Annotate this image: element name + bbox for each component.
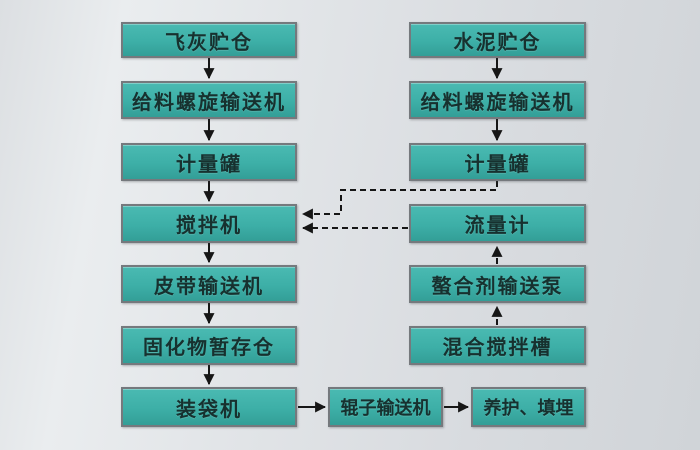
- node-feed-screw-conveyor-right: 给料螺旋输送机: [409, 81, 586, 119]
- node-chelating-agent-pump: 螯合剂输送泵: [409, 265, 586, 303]
- node-label-measuring-tank-right: 计量罐: [464, 151, 531, 176]
- node-label-measuring-tank-left: 计量罐: [176, 151, 242, 176]
- edge-tankright-to-mixer-dashed: [301, 181, 498, 220]
- node-label-mixing-tank: 混合搅拌槽: [442, 335, 553, 359]
- node-label-feed-screw-conveyor-left: 给料螺旋输送机: [132, 89, 286, 114]
- node-curing-landfill: 养护、填埋: [471, 387, 586, 427]
- node-flow-meter: 流量计: [409, 204, 586, 243]
- node-mixer: 搅拌机: [121, 204, 297, 243]
- node-cement-silo: 水泥贮仓: [409, 22, 586, 58]
- node-solidified-storage-bin: 固化物暂存仓: [121, 326, 297, 365]
- node-fly-ash-silo: 飞灰贮仓: [121, 22, 297, 58]
- node-belt-conveyor: 皮带输送机: [121, 265, 297, 303]
- node-bagging-machine: 装袋机: [121, 387, 297, 427]
- node-label-feed-screw-conveyor-right: 给料螺旋输送机: [420, 89, 575, 114]
- node-label-bagging-machine: 装袋机: [176, 396, 242, 421]
- node-label-chelating-agent-pump: 螯合剂输送泵: [431, 273, 564, 298]
- node-label-flow-meter: 流量计: [464, 213, 531, 237]
- node-feed-screw-conveyor-left: 给料螺旋输送机: [121, 81, 297, 119]
- node-measuring-tank-left: 计量罐: [121, 143, 297, 181]
- node-mixing-tank: 混合搅拌槽: [409, 326, 586, 365]
- node-label-fly-ash-silo: 飞灰贮仓: [165, 29, 253, 54]
- node-label-belt-conveyor: 皮带输送机: [154, 273, 264, 298]
- node-label-cement-silo: 水泥贮仓: [453, 29, 542, 54]
- node-label-solidified-storage-bin: 固化物暂存仓: [143, 335, 275, 359]
- node-label-roller-conveyor: 辊子输送机: [340, 398, 431, 419]
- node-measuring-tank-right: 计量罐: [409, 143, 586, 181]
- node-label-mixer: 搅拌机: [176, 213, 242, 237]
- node-roller-conveyor: 辊子输送机: [328, 387, 443, 427]
- node-label-curing-landfill: 养护、填埋: [483, 398, 574, 419]
